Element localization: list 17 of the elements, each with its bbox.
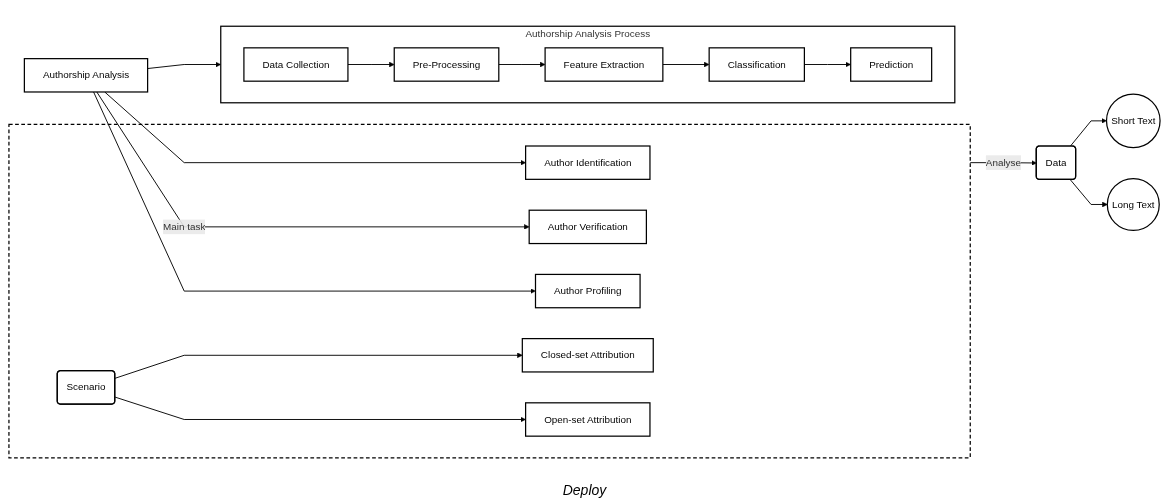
edge-label: Main task xyxy=(163,221,206,232)
node-box: Prediction xyxy=(850,47,933,82)
node-box: Author Identification xyxy=(525,145,651,180)
node-box: Author Profiling xyxy=(534,273,641,309)
cluster xyxy=(8,123,971,459)
node-box: Classification xyxy=(708,47,805,82)
node-box: Closed-set Attribution xyxy=(521,338,654,373)
node-box: Open-set Attribution xyxy=(525,402,651,437)
node-box: Authorship Analysis xyxy=(23,58,149,93)
node-box: Data Collection xyxy=(243,47,349,82)
node-box: Pre-Processing xyxy=(393,47,500,82)
node-circle: Short Text xyxy=(1105,93,1161,149)
note-text: Deploy xyxy=(562,482,607,498)
node-box: Author Verification xyxy=(528,209,647,245)
node-circle: Long Text xyxy=(1106,177,1160,232)
edge-label: Analyse xyxy=(985,157,1021,168)
node-box: Feature Extraction xyxy=(544,47,664,82)
